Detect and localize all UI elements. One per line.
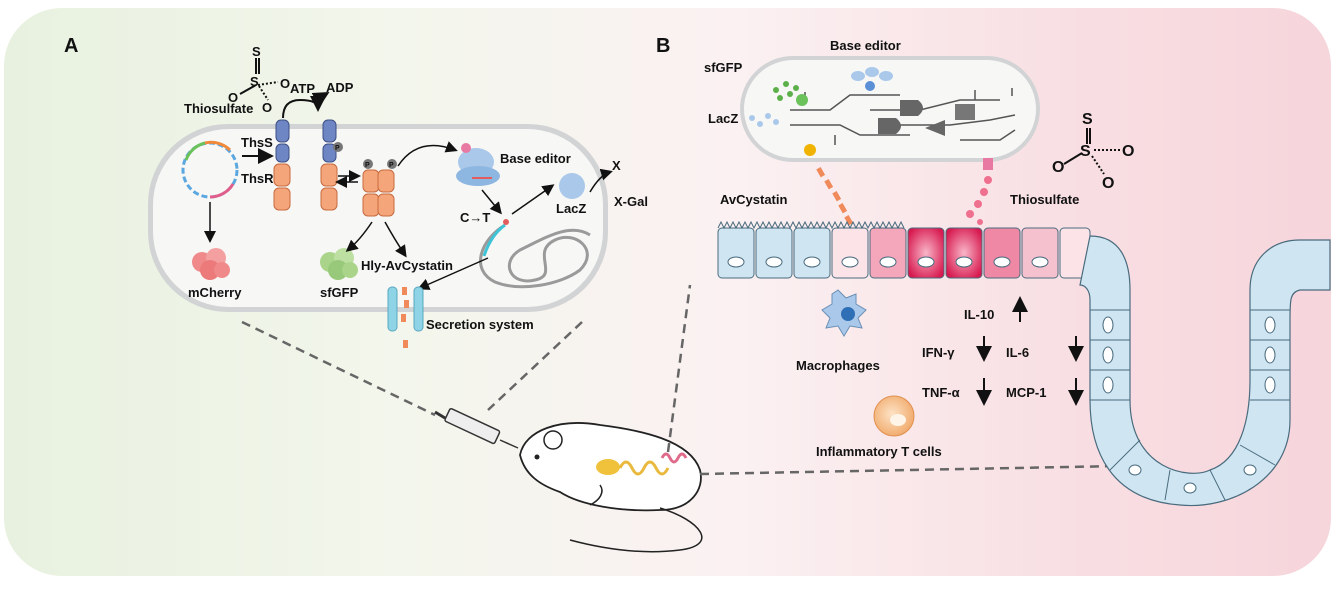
il6-label: IL-6: [1006, 345, 1029, 360]
panel-a-label: A: [64, 35, 78, 57]
lacz-glyphs-b: [749, 113, 779, 127]
to-base-editor-arrow: [397, 141, 458, 167]
thss-protein: [275, 119, 337, 163]
thiosulfate-dots: [966, 176, 992, 225]
thss-label: ThsS: [241, 135, 273, 150]
thsr-protein: [273, 163, 395, 217]
thsr-label: ThsR: [241, 171, 274, 186]
phos-1: P: [335, 145, 340, 152]
genome-to-secretion-arrow: [417, 257, 489, 290]
base-editor-label-b: Base editor: [830, 38, 901, 53]
molecule-o-bottom: O: [262, 100, 272, 115]
c-to-t-label: C→T: [460, 210, 490, 225]
lacz-node: [865, 81, 875, 91]
molecule-o-left-b: O: [1052, 159, 1064, 176]
il10-label: IL-10: [964, 307, 994, 322]
connector-mouse-colon: [699, 464, 1121, 476]
lacz-label-b: LacZ: [708, 111, 738, 126]
sfgfp-node: [796, 94, 808, 106]
atp-label: ATP: [290, 81, 315, 96]
thiosulfate-molecule-b: S S O O O: [1052, 111, 1134, 192]
macrophage-icon: [821, 289, 867, 337]
logic-gates: [878, 100, 975, 136]
connector-a-right: [487, 321, 583, 411]
phosphate-groups: P P P: [333, 142, 397, 169]
avcystatin-node: [804, 144, 816, 156]
macrophages-label: Macrophages: [796, 358, 880, 373]
cell-b-inner: [744, 60, 1036, 158]
avcystatin-label: AvCystatin: [720, 192, 787, 207]
x-label: X: [612, 158, 621, 173]
connector-mouse-gut: [666, 284, 692, 453]
mouse-icon: [519, 422, 703, 553]
colon-crypt: [1079, 235, 1331, 507]
molecule-o-left: O: [228, 90, 238, 105]
thiosulfate-label-b: Thiosulfate: [1010, 192, 1079, 207]
molecule-s-center: S: [250, 74, 259, 89]
base-editor-label-a: Base editor: [500, 151, 571, 166]
plasmid-segment-green: [184, 141, 206, 161]
thiosulfate-molecule-a: S S O O O: [228, 44, 290, 115]
inflammatory-t-cells-label: Inflammatory T cells: [816, 444, 942, 459]
thsr-to-sfgfp-arrow: [345, 221, 373, 252]
xgal-label: X-Gal: [614, 194, 648, 209]
mcherry-protein: [192, 248, 230, 280]
t-cell-nucleus: [890, 414, 906, 426]
plasmid-segment-orange: [204, 140, 232, 152]
molecule-s-b: S: [1082, 111, 1093, 128]
molecule-s-center-b: S: [1080, 143, 1091, 160]
base-editor-to-genome-arrow: [481, 189, 502, 215]
lacz-protein-a: [559, 173, 585, 199]
hly-avcystatin-label: Hly-AvCystatin: [361, 258, 453, 273]
chromosome-target: [482, 223, 506, 257]
molecule-o-right: O: [280, 76, 290, 91]
avcystatin-peptides: [816, 167, 854, 226]
secretion-system-label: Secretion system: [426, 317, 534, 332]
molecule-o-bottom-b: O: [1102, 175, 1114, 192]
secretion-channel-right: [413, 286, 424, 332]
chromosome: [479, 223, 591, 289]
sfgfp-label-a: sfGFP: [320, 285, 359, 300]
phos-3: P: [389, 162, 394, 169]
thsr-to-hly-arrow: [384, 221, 407, 258]
secreted-peptides-a: [401, 287, 409, 348]
mcp1-label: MCP-1: [1006, 385, 1046, 400]
sfgfp-protein: [320, 248, 358, 280]
colon-cells: [1090, 309, 1290, 501]
thiosulfate-sensor-node: [983, 158, 993, 170]
secretion-channel-left: [387, 286, 398, 332]
phos-2: P: [365, 162, 370, 169]
sfgfp-glyphs: [773, 81, 799, 101]
mcherry-label: mCherry: [188, 285, 242, 300]
base-editor-protein-a: [456, 143, 500, 186]
intestinal-epithelium: [717, 220, 1091, 279]
thiosulfate-label-a: Thiosulfate: [184, 101, 253, 116]
tnfa-label: TNF-α: [922, 385, 960, 400]
sfgfp-label-b: sfGFP: [704, 60, 743, 75]
base-editor-glyphs-b: [851, 67, 893, 81]
molecule-o-right-b: O: [1122, 143, 1134, 160]
syringe-icon: [434, 407, 519, 449]
edit-site: [503, 219, 509, 225]
panel-b-label: B: [656, 35, 670, 57]
connector-a-left: [241, 320, 436, 417]
adp-arrow: [311, 92, 330, 107]
colon-nuclei: [1102, 316, 1276, 494]
adp-label: ADP: [326, 80, 354, 95]
genome-to-lacz-arrow: [511, 184, 555, 215]
lacz-label-a: LacZ: [556, 201, 586, 216]
plasmid-segment-pink: [209, 183, 235, 199]
molecule-s: S: [252, 44, 261, 59]
xgal-to-x-arrow: [589, 168, 613, 193]
ifng-label: IFN-γ: [922, 345, 955, 360]
